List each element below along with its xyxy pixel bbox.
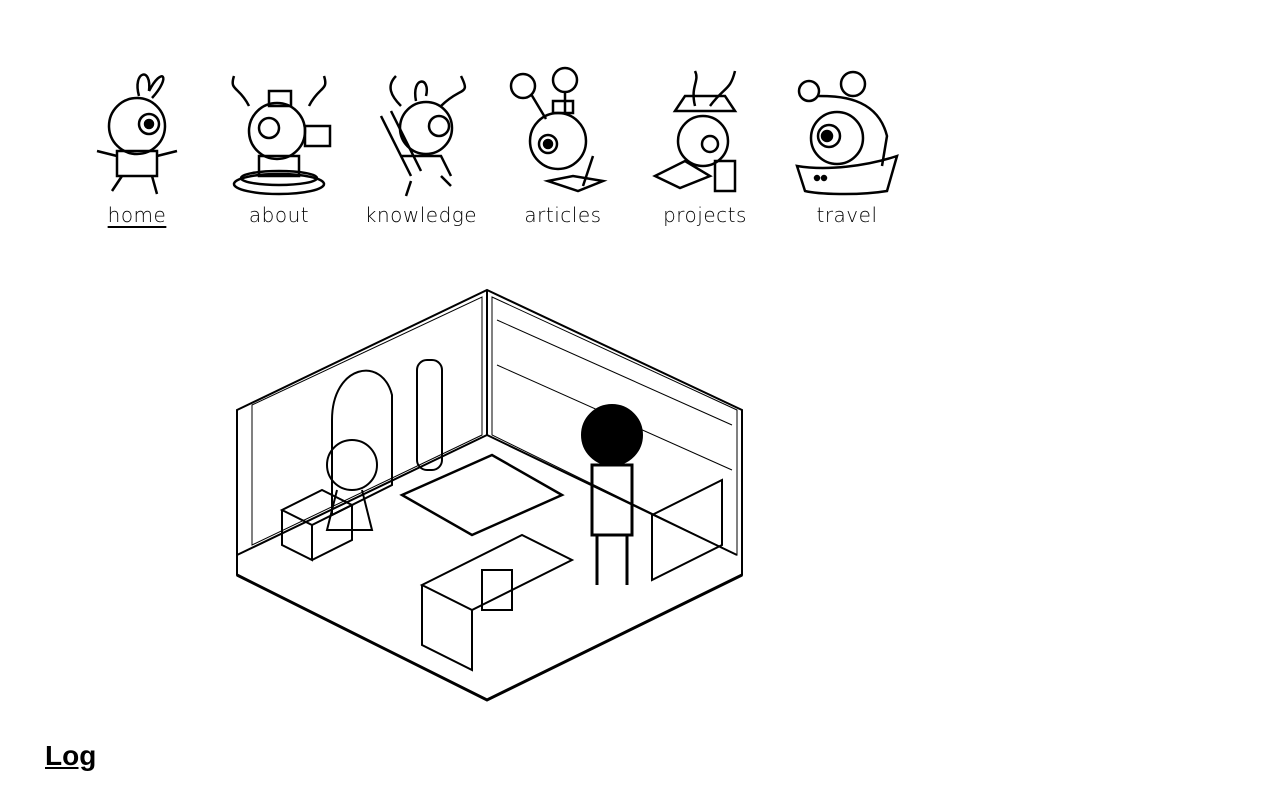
nav-articles[interactable]: Articles	[492, 66, 634, 236]
nav-knowledge[interactable]: Knowledge	[350, 66, 492, 236]
about-character-icon	[231, 75, 332, 196]
travel-character-icon	[795, 70, 899, 196]
sailboat-cabin-illustration	[236, 288, 743, 702]
nav-about[interactable]: About	[208, 66, 350, 236]
articles-character-icon	[509, 66, 608, 193]
nav-projects-label: Projects	[663, 203, 747, 227]
main-nav: Home About Knowledge Articles Projects	[66, 66, 918, 236]
projects-character-icon	[652, 70, 738, 193]
nav-knowledge-label: Knowledge	[364, 203, 478, 227]
nav-about-label: About	[248, 203, 310, 227]
nav-articles-label: Articles	[524, 203, 602, 227]
nav-travel-label: Travel	[816, 203, 878, 227]
knowledge-character-icon	[379, 75, 467, 197]
nav-projects[interactable]: Projects	[634, 66, 776, 236]
log-heading-link[interactable]: Log	[45, 740, 97, 771]
nav-home-label: Home	[107, 203, 167, 227]
nav-home[interactable]: Home	[66, 66, 208, 236]
nav-travel[interactable]: Travel	[776, 66, 918, 236]
home-character-icon	[96, 73, 178, 195]
